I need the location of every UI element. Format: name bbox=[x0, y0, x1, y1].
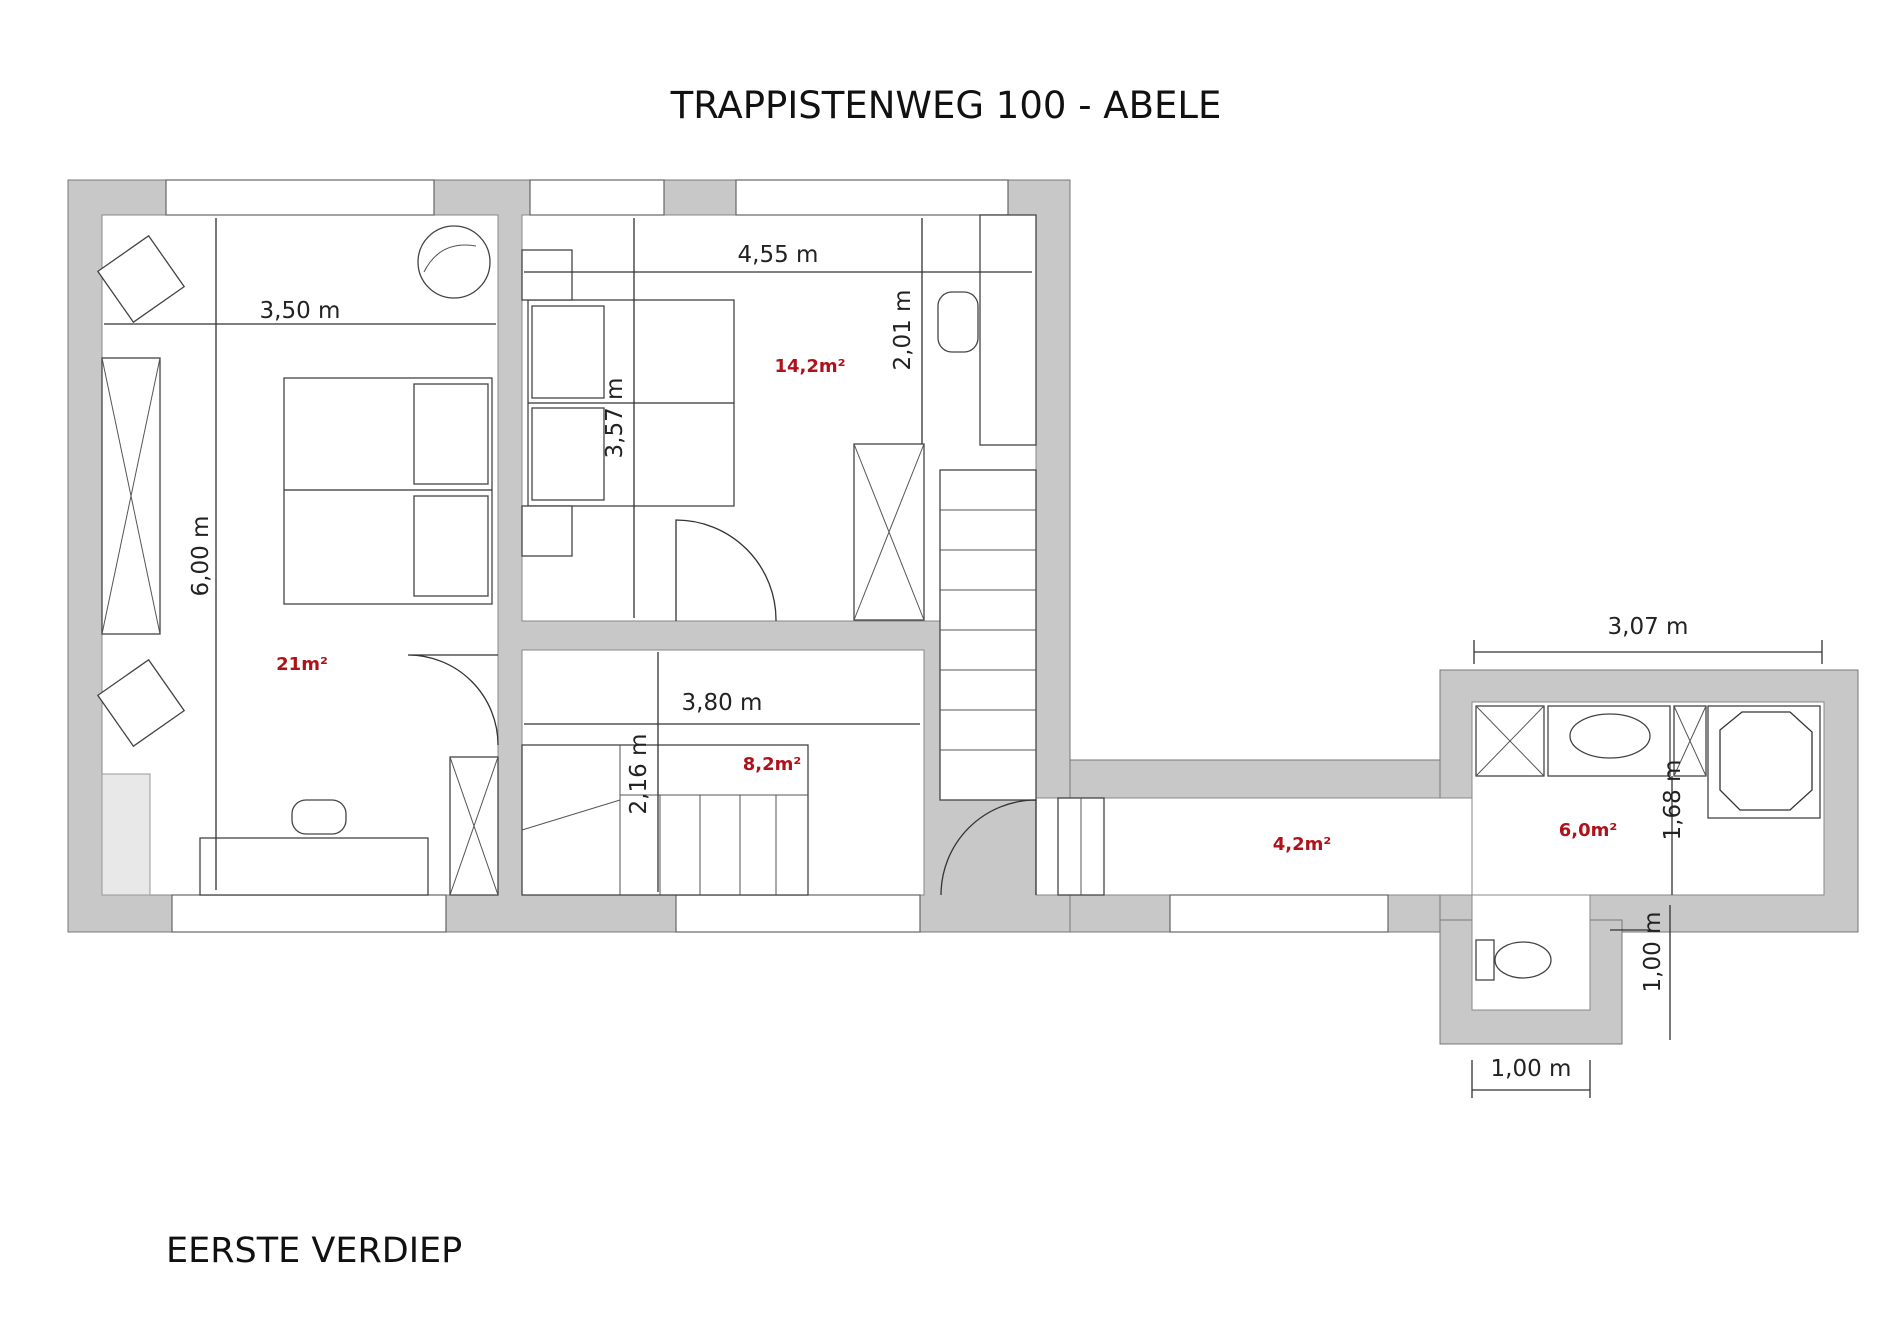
dim-label: 3,07 m bbox=[1608, 614, 1689, 640]
dim-label: 1,00 m bbox=[1491, 1056, 1572, 1082]
dim-label: 2,16 m bbox=[626, 734, 652, 815]
dim-label: 3,57 m bbox=[602, 378, 628, 459]
floor-label: EERSTE VERDIEP bbox=[166, 1231, 462, 1271]
window bbox=[529, 179, 665, 216]
windows bbox=[165, 179, 1389, 933]
toilet-bowl bbox=[1494, 941, 1552, 979]
dim-label: 2,01 m bbox=[890, 290, 916, 371]
window bbox=[171, 894, 447, 933]
door-swing bbox=[407, 654, 499, 746]
desk-chair bbox=[937, 291, 979, 353]
area-corridor: 4,2m² bbox=[1273, 834, 1332, 855]
dimension-labels: 3,50 m 6,00 m 4,55 m 2,01 m 3,57 m 3,80 … bbox=[188, 242, 1688, 1082]
door-swing bbox=[940, 799, 1037, 896]
washbasin bbox=[1569, 713, 1651, 759]
bedroom-large-furniture bbox=[96, 225, 499, 896]
window bbox=[1169, 894, 1389, 933]
dim-label: 4,55 m bbox=[738, 242, 819, 268]
window bbox=[675, 894, 921, 933]
desk bbox=[199, 837, 429, 896]
dim-label: 6,00 m bbox=[188, 516, 214, 597]
armchair bbox=[96, 658, 186, 748]
area-bathroom: 6,0m² bbox=[1559, 820, 1618, 841]
dimension-lines bbox=[104, 218, 1823, 1098]
bedroom-small-furniture bbox=[521, 214, 1037, 622]
area-bedroom-small: 14,2m² bbox=[774, 356, 845, 377]
desk-chair bbox=[291, 799, 347, 835]
area-hall: 8,2m² bbox=[743, 754, 802, 775]
staircase bbox=[521, 469, 1105, 896]
plan-title: TRAPPISTENWEG 100 - ABELE bbox=[670, 84, 1222, 127]
dim-label: 3,80 m bbox=[682, 690, 763, 716]
dim-label: 3,50 m bbox=[260, 298, 341, 324]
area-labels: 21m² 14,2m² 8,2m² 4,2m² 6,0m² bbox=[276, 356, 1617, 855]
bathtub bbox=[1707, 705, 1821, 819]
area-bedroom-large: 21m² bbox=[276, 654, 328, 675]
armchair bbox=[96, 234, 186, 324]
radiator bbox=[101, 773, 151, 896]
window bbox=[165, 179, 435, 216]
bathroom-furniture bbox=[1475, 705, 1821, 981]
door-swing bbox=[675, 519, 777, 622]
round-chair bbox=[417, 225, 491, 299]
dim-label: 1,00 m bbox=[1640, 912, 1666, 993]
nightstand bbox=[521, 505, 573, 557]
desk bbox=[979, 214, 1037, 446]
toilet-tank bbox=[1475, 939, 1495, 981]
nightstand bbox=[521, 249, 573, 301]
dim-label: 1,68 m bbox=[1660, 760, 1686, 841]
window bbox=[735, 179, 1009, 216]
